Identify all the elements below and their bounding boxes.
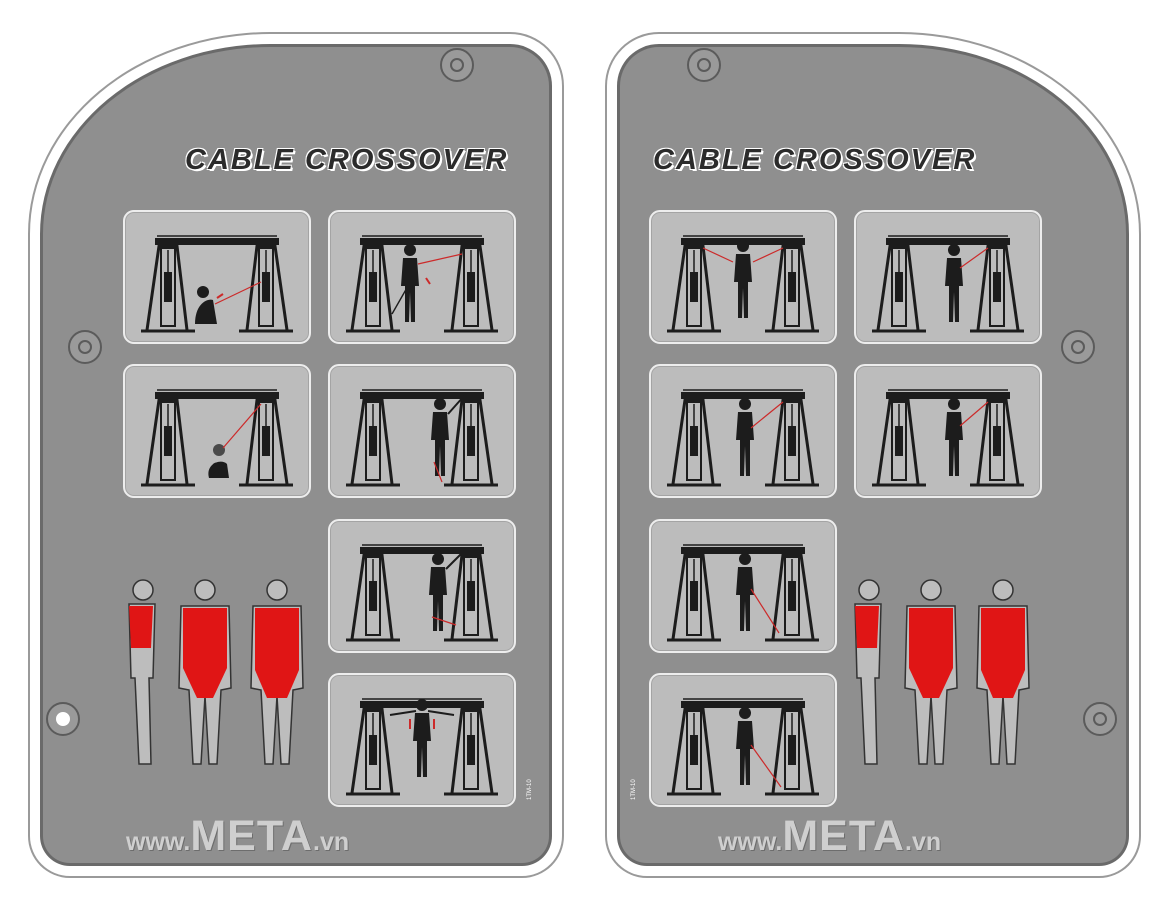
muscle-chart: [117, 578, 317, 774]
exercise-card-low-row: [649, 673, 837, 807]
screw-icon: [440, 48, 474, 82]
screw-icon: [68, 330, 102, 364]
exercise-card-wide-overhead-pull: [328, 673, 516, 807]
exercise-card-lateral-pull: [649, 364, 837, 498]
brand-watermark: www.META.vn: [718, 812, 942, 860]
screw-icon: [1083, 702, 1117, 736]
exercise-card-single-arm-high-pull: [328, 364, 516, 498]
right-panel: CABLE CROSSOVER: [583, 0, 1163, 901]
screw-icon: [1061, 330, 1095, 364]
part-code: 1TM-10: [527, 779, 533, 800]
screw-icon: [687, 48, 721, 82]
exercise-card-chest-fly: [649, 210, 837, 344]
exercise-card-cable-press: [854, 210, 1042, 344]
part-code: 1TM-10: [631, 779, 637, 800]
left-panel: CABLE CROSSOVER 2: [0, 0, 580, 901]
exercise-card-kneeling-crunch: 2: [123, 364, 311, 498]
exercise-card-single-arm-high-pull-variant: [328, 519, 516, 653]
exercise-card-kneeling-row: [123, 210, 311, 344]
exercise-card-single-arm-pull: [328, 210, 516, 344]
screw-icon: [46, 702, 80, 736]
panel-title: CABLE CROSSOVER: [185, 144, 509, 176]
brand-watermark: www.META.vn: [126, 812, 350, 860]
panel-title: CABLE CROSSOVER: [653, 144, 977, 176]
exercise-card-single-arm-press: [854, 364, 1042, 498]
muscle-chart: [843, 578, 1043, 774]
exercise-card-low-curl: [649, 519, 837, 653]
svg-text:2: 2: [211, 458, 223, 483]
